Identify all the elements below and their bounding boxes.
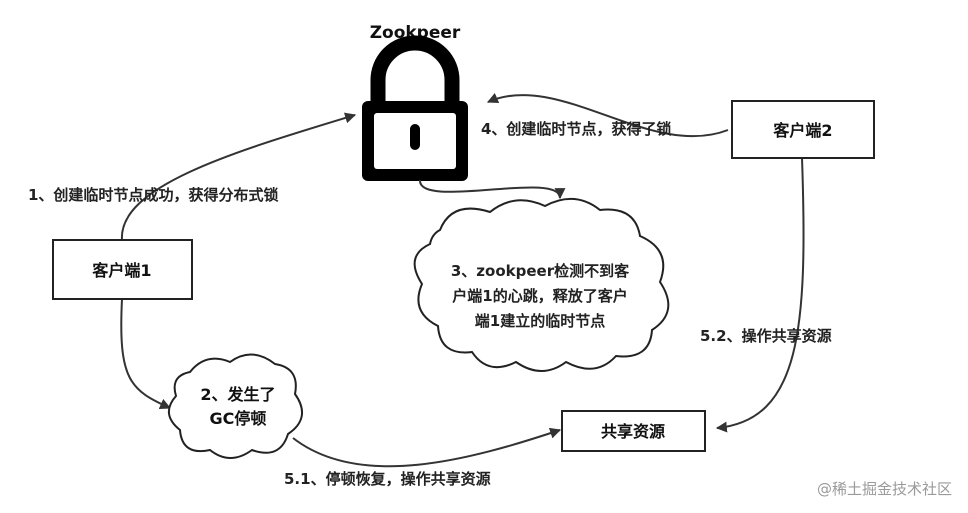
diagram-title: Zookpeer xyxy=(370,23,461,43)
edge-label-step5-2: 5.2、操作共享资源 xyxy=(700,327,832,345)
node-shared-resource: 共享资源 xyxy=(561,410,706,452)
edge-label-step5-1: 5.1、停顿恢复，操作共享资源 xyxy=(284,470,491,488)
node-client2: 客户端2 xyxy=(731,100,875,159)
edge-label-step1: 1、创建临时节点成功，获得分布式锁 xyxy=(28,186,278,204)
cloud-zk-detect-line-2: 户端1的心跳，释放了客户 xyxy=(452,287,627,305)
node-shared-resource-label: 共享资源 xyxy=(601,422,665,441)
cloud-gc-pause-line-1: 2、发生了 xyxy=(200,385,275,404)
edge-client2-to-resource xyxy=(715,157,805,433)
edge-client1-to-lock xyxy=(120,112,357,241)
edge-lock-to-detect xyxy=(418,179,566,200)
cloud-gc-pause-line-2: GC停顿 xyxy=(210,409,267,428)
edge-label-step4: 4、创建临时节点，获得了锁 xyxy=(481,120,671,138)
node-client1: 客户端1 xyxy=(52,239,193,300)
watermark-text: @稀土掘金技术社区 xyxy=(817,480,952,498)
edge-client2-to-lock xyxy=(486,92,729,138)
edge-gc-to-resource xyxy=(292,427,562,468)
lock-icon xyxy=(362,35,468,181)
node-client1-label: 客户端1 xyxy=(92,261,151,280)
cloud-zk-detect-line-3: 端1建立的临时节点 xyxy=(475,312,605,330)
edge-client1-to-gc xyxy=(120,298,172,409)
cloud-zk-detect-line-1: 3、zookpeer检测不到客 xyxy=(451,262,630,280)
watermark: @稀土掘金技术社区 xyxy=(817,480,952,498)
cloud-zk-detect: 3、zookpeer检测不到客 户端1的心跳，释放了客户 端1建立的临时节点 xyxy=(413,198,670,372)
node-client2-label: 客户端2 xyxy=(773,121,832,140)
cloud-gc-pause: 2、发生了 GC停顿 xyxy=(168,353,303,459)
